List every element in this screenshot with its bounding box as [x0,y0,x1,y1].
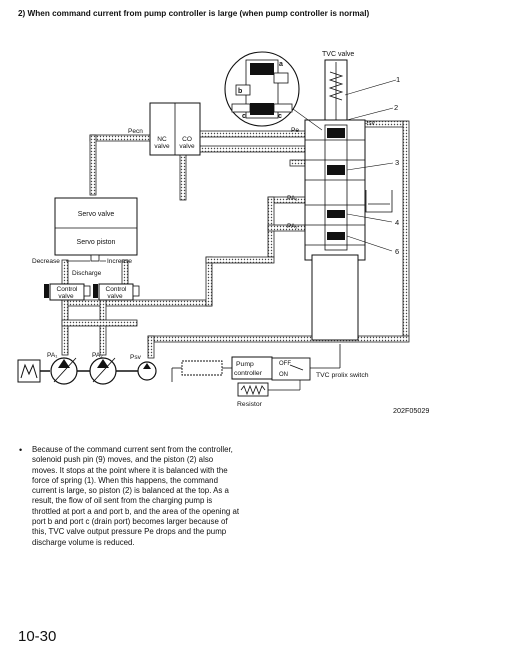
pecn-label: Pecn [128,128,143,135]
port-b-label: b [238,88,242,95]
hydraulic-circuit-diagram: NC valve CO valve Pecn Servo valve Servo… [17,51,410,408]
switch-off-label: OFF [279,361,291,367]
pump-controller-label-1: Pump [236,361,254,368]
port-c-right-label: c [278,113,282,120]
oil-lines [61,120,410,359]
resistor [237,380,301,397]
engine-symbol [17,359,50,383]
callout-1: 1 [396,75,400,84]
port-c-left-label: c [242,113,246,120]
callout-4: 4 [395,218,399,227]
control-valve-left-label-2: valve [58,293,74,300]
port-detail-inset: a b c c [224,51,323,131]
pump-pa2 [89,357,138,385]
tvc-prolix-switch-label: TVC prolix switch [316,372,369,379]
section-heading: 2) When command current from pump contro… [18,9,370,18]
nc-co-valve: NC valve CO valve [149,102,201,156]
figure-code: 202F05029 [393,406,430,415]
switch-on-label: ON [279,372,288,378]
pump-controller-label-2: controller [234,370,263,377]
body-paragraph: Because of the command current sent from… [32,445,240,547]
co-valve-label-2: valve [179,143,195,150]
control-valve-left: Control valve [44,283,91,301]
pump-pa1 [50,357,90,385]
nc-valve-label-1: NC [157,136,167,143]
callout-3: 3 [395,158,399,167]
callout-2: 2 [394,103,398,112]
pa2-valve-label: PA₂ [287,223,298,230]
pa1-pump-label: PA₁ [47,352,58,359]
control-valve-left-label-1: Control [57,286,79,293]
decrease-label: Decrease [32,258,60,265]
tvc-prolix-switch: OFF ON [271,344,341,381]
servo-valve-label: Servo valve [78,211,115,218]
control-valve-right-label-2: valve [107,293,123,300]
resistor-label: Resistor [237,401,263,408]
callout-6: 6 [395,247,399,256]
nc-valve-label-2: valve [154,143,170,150]
control-valve-right-label-1: Control [106,286,128,293]
pe-label: Pe [291,127,299,134]
pa1-valve-label: PA₁ [287,195,298,202]
discharge-label: Discharge [72,270,102,277]
control-valve-right: Control valve [93,283,140,301]
port-a-label: a [279,61,283,68]
charge-pump [137,361,157,381]
psv-pump-label: Psv [130,354,142,361]
co-valve-label-1: CO [182,136,192,143]
increase-label: Increase [107,258,132,265]
pa2-pump-label: PA₂ [92,352,103,359]
page-number: 10-30 [18,628,57,645]
solenoid-symbol [171,360,232,382]
psv-label: Psv [364,120,376,127]
servo-unit: Servo valve Servo piston [54,197,138,262]
pump-controller: Pump controller [231,356,273,380]
tvc-valve-label: TVC valve [322,51,354,58]
tvc-valve [304,59,393,341]
servo-piston-label: Servo piston [77,239,116,246]
bullet-marker: • [19,445,23,455]
